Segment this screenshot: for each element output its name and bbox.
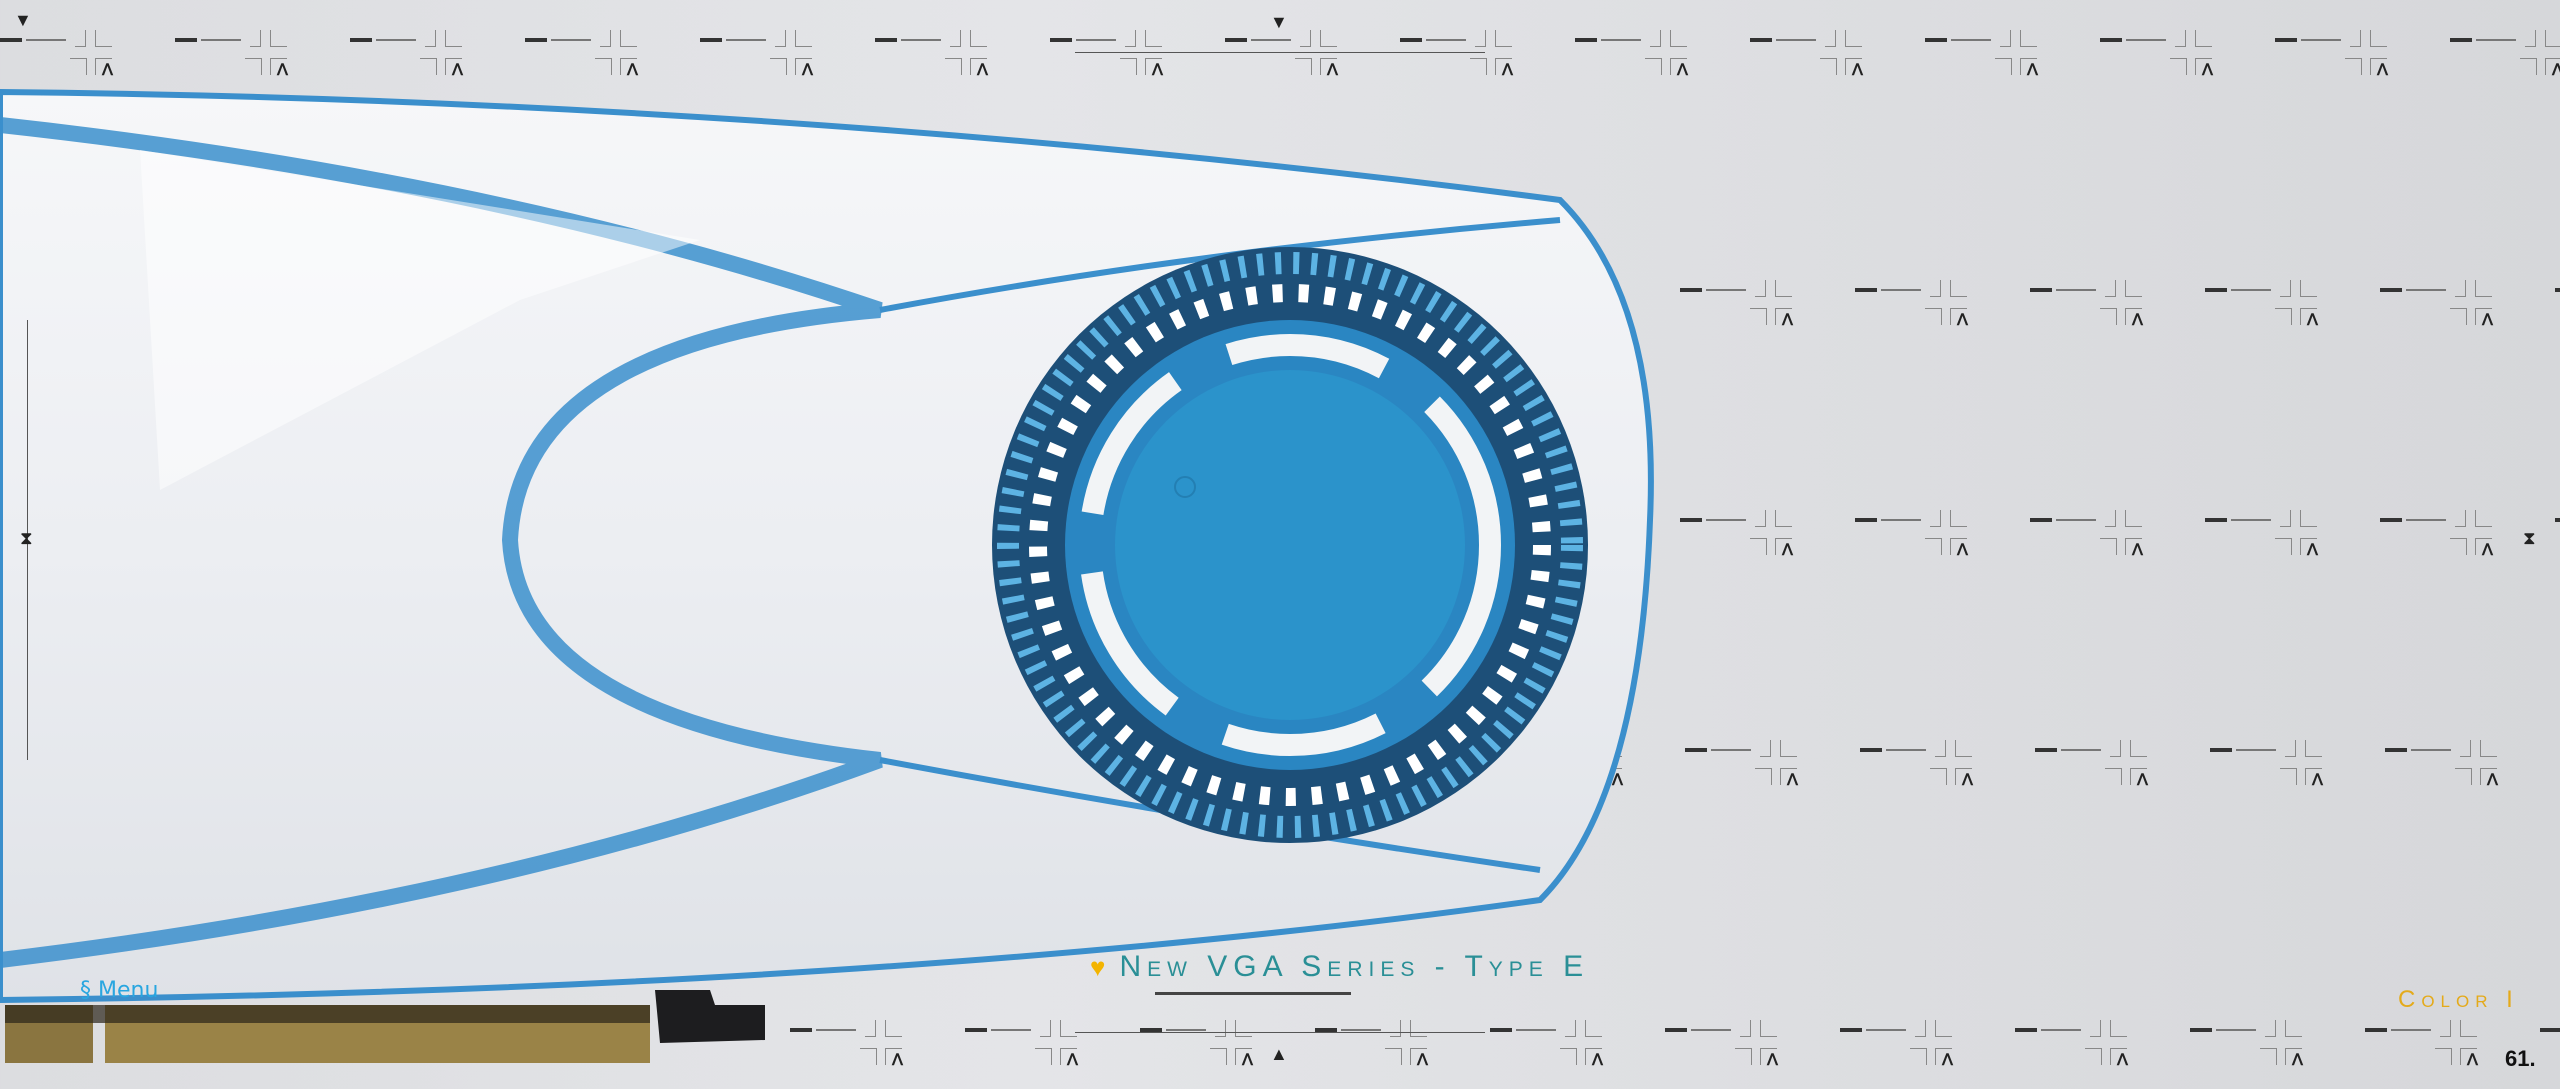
- watermark-tile: ᐱ: [1855, 280, 2035, 340]
- watermark-tile: ᐱ: [1050, 30, 1230, 90]
- title-text: New VGA Series - Type E: [1119, 950, 1590, 983]
- left-marker-icon: ⧗: [20, 528, 33, 548]
- watermark-tile: ᐱ: [1860, 740, 2040, 800]
- right-marker-icon: ⧗: [2523, 528, 2536, 548]
- cooling-fan: [992, 247, 1588, 843]
- watermark-tile: ᐱ: [1665, 1020, 1845, 1080]
- watermark-tile: ᐱ: [1400, 30, 1580, 90]
- watermark-tile: ᐱ: [2030, 510, 2210, 570]
- watermark-tile: ᐱ: [525, 30, 705, 90]
- watermark-tile: ᐱ: [2210, 740, 2390, 800]
- watermark-tile: ᐱ: [1140, 1020, 1320, 1080]
- watermark-tile: ᐱ: [2015, 1020, 2195, 1080]
- top-marker-icon: ▼: [1270, 12, 1288, 32]
- watermark-tile: ᐱ: [1680, 510, 1860, 570]
- watermark-tile: ᐱ: [1680, 280, 1860, 340]
- page-title: ♥ New VGA Series - Type E: [1090, 950, 1589, 984]
- watermark-tile: ᐱ: [965, 1020, 1145, 1080]
- watermark-tile: ᐱ: [1840, 1020, 2020, 1080]
- page-number: 61.: [2505, 1046, 2536, 1071]
- watermark-tile: ᐱ: [875, 30, 1055, 90]
- top-guide-line: [1075, 52, 1485, 53]
- pcie-connector: [5, 990, 765, 1063]
- watermark-tile: ᐱ: [2030, 280, 2210, 340]
- watermark-tile: ᐱ: [2380, 280, 2560, 340]
- bottom-guide-line: [1075, 1032, 1485, 1033]
- watermark-tile: ᐱ: [1855, 510, 2035, 570]
- watermark-tile: ᐱ: [1750, 30, 1930, 90]
- watermark-tile: ᐱ: [350, 30, 530, 90]
- watermark-tile: ᐱ: [2385, 740, 2560, 800]
- watermark-tile: ᐱ: [0, 30, 180, 90]
- left-guide-line: [27, 320, 28, 760]
- watermark-tile: ᐱ: [1575, 30, 1755, 90]
- watermark-tile: ᐱ: [1490, 1020, 1670, 1080]
- map-pin-icon: ♥: [1090, 951, 1106, 982]
- watermark-tile: ᐱ: [790, 1020, 970, 1080]
- watermark-tile: ᐱ: [2555, 510, 2560, 570]
- watermark-tile: ᐱ: [2380, 510, 2560, 570]
- watermark-tile: ᐱ: [2275, 30, 2455, 90]
- watermark-tile: ᐱ: [1315, 1020, 1495, 1080]
- watermark-tile: ᐱ: [1225, 30, 1405, 90]
- watermark-tile: ᐱ: [2035, 740, 2215, 800]
- watermark-tile: ᐱ: [2555, 280, 2560, 340]
- watermark-tile: ᐱ: [2205, 280, 2385, 340]
- logo-icon: ▼: [14, 10, 32, 30]
- menu-button[interactable]: § Menu: [80, 978, 159, 1003]
- color-variant-label[interactable]: Color I: [2398, 986, 2519, 1013]
- watermark-tile: ᐱ: [175, 30, 355, 90]
- watermark-tile: ᐱ: [1925, 30, 2105, 90]
- watermark-tile: ᐱ: [2100, 30, 2280, 90]
- watermark-tile: ᐱ: [2450, 30, 2560, 90]
- title-underline: [1155, 992, 1351, 995]
- watermark-tile: ᐱ: [2540, 1020, 2560, 1080]
- watermark-tile: ᐱ: [2205, 510, 2385, 570]
- watermark-tile: ᐱ: [2365, 1020, 2545, 1080]
- watermark-tile: ᐱ: [700, 30, 880, 90]
- watermark-tile: ᐱ: [2190, 1020, 2370, 1080]
- bottom-marker-icon: ▲: [1270, 1044, 1288, 1064]
- watermark-tile: ᐱ: [1685, 740, 1865, 800]
